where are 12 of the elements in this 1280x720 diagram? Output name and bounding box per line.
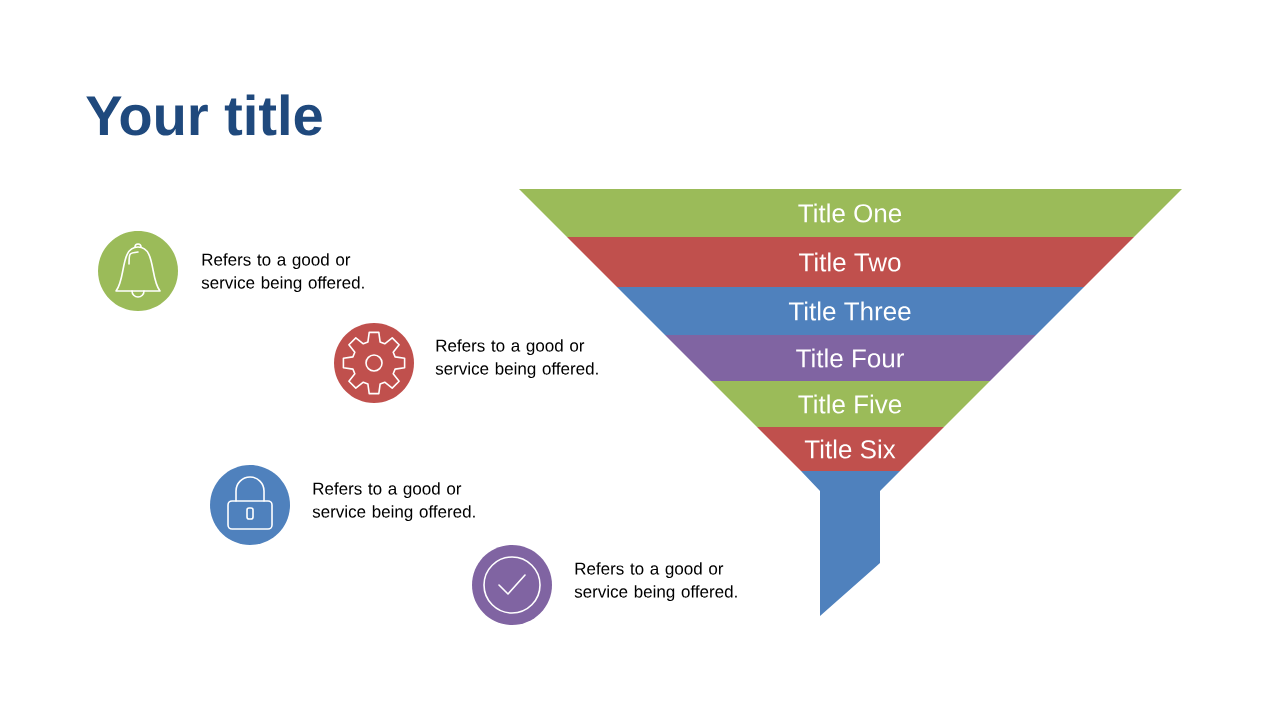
description-text: Refers to a good or service being offered. bbox=[201, 253, 364, 293]
funnel-band: Title Three bbox=[617, 287, 1084, 335]
description-text: Refers to a good or service being offered. bbox=[574, 562, 737, 602]
funnel-band: Title Six bbox=[757, 427, 944, 471]
title: Your title bbox=[86, 94, 322, 136]
funnel-band: Title One bbox=[519, 189, 1182, 237]
description-text: Refers to a good or service being offered. bbox=[312, 482, 475, 522]
funnel-band: Title Five bbox=[711, 381, 990, 427]
funnel-band: Title Two bbox=[567, 237, 1134, 287]
funnel-band: Title Four bbox=[665, 335, 1036, 381]
funnel-spout bbox=[801, 471, 900, 616]
description-text: Refers to a good or service being offered. bbox=[435, 339, 598, 379]
